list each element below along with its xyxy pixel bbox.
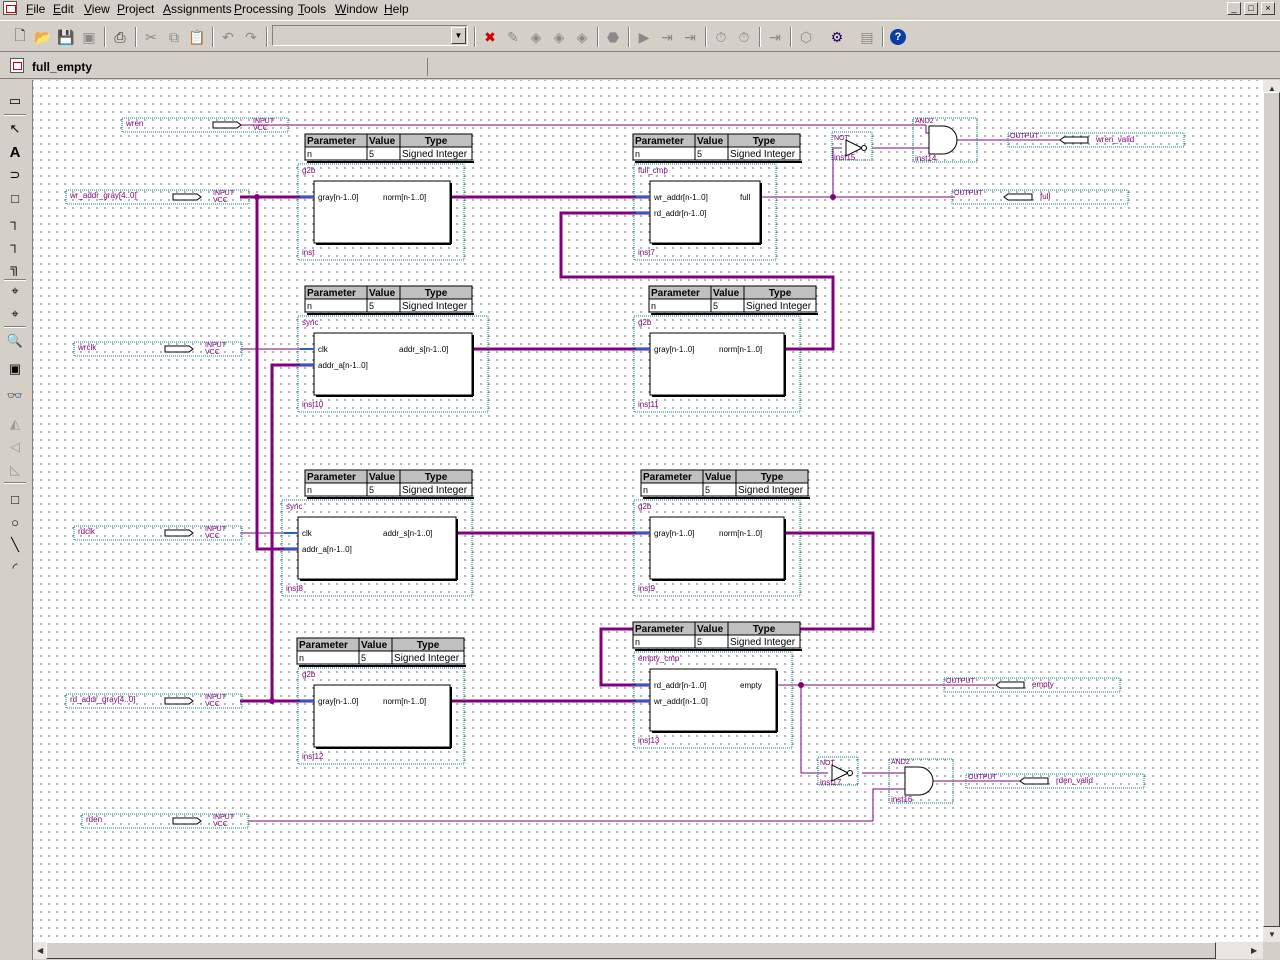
- menu-processing[interactable]: Processing: [234, 2, 294, 16]
- timing-icon[interactable]: ⏱: [738, 28, 750, 45]
- tool-separator: [4, 279, 26, 281]
- window-icon[interactable]: ▭: [8, 93, 22, 108]
- block-editor-toolbar: ▭ ↖ A ⊃ □ ┐ ┐ ╗ ⌖ ⌖ 🔍 ▣ 👓 ◭ ◁ ◺ □ ○ ╲ ◜: [0, 80, 33, 960]
- save-icon[interactable]: 💾: [57, 28, 75, 45]
- flip-horizontal-icon[interactable]: ◭: [10, 416, 20, 431]
- document-tab[interactable]: full_empty: [0, 54, 1280, 79]
- tool-separator: [4, 482, 26, 484]
- chip-planner-icon[interactable]: ▤: [860, 28, 874, 45]
- timing-analyzer-icon[interactable]: ⏱: [715, 28, 727, 45]
- horizontal-scroll-thumb[interactable]: [46, 942, 1216, 959]
- compile-icon[interactable]: ◈: [530, 28, 542, 45]
- full-screen-icon[interactable]: ▣: [8, 361, 22, 376]
- close-button[interactable]: ×: [1261, 2, 1275, 15]
- use-rubberbanding-icon[interactable]: ⌖: [11, 306, 19, 321]
- redo-icon[interactable]: ↷: [245, 28, 257, 45]
- orthogonal-bus-icon[interactable]: ┐: [10, 236, 20, 252]
- project-combo[interactable]: ▼: [272, 25, 468, 46]
- stop-icon[interactable]: ⬣: [606, 28, 620, 45]
- rotate-icon[interactable]: ◺: [10, 462, 20, 477]
- toolbar-separator: [104, 27, 106, 47]
- tool-separator: [4, 114, 26, 116]
- app-icon[interactable]: [3, 1, 17, 15]
- analysis-icon[interactable]: ◈: [553, 28, 565, 45]
- vertical-scrollbar[interactable]: ▲ ▼: [1263, 80, 1280, 942]
- help-icon[interactable]: ?: [888, 27, 908, 47]
- toolbar-separator: [474, 27, 476, 47]
- toolbar-separator: [212, 27, 214, 47]
- toolbar-separator: [135, 27, 137, 47]
- line-icon[interactable]: ╲: [11, 537, 19, 552]
- scroll-up-icon[interactable]: ▲: [1268, 84, 1276, 93]
- programmer-icon[interactable]: ⚙: [830, 28, 844, 45]
- open-icon[interactable]: 📂: [34, 28, 52, 45]
- orthogonal-node-icon[interactable]: ┐: [10, 213, 20, 229]
- block-icon[interactable]: □: [11, 190, 19, 206]
- copy-icon[interactable]: ⧉: [169, 28, 179, 45]
- zoom-icon[interactable]: 🔍: [6, 333, 24, 348]
- menu-bar: File Edit View Project Assignments Proce…: [0, 0, 1280, 18]
- symbol-icon[interactable]: ⊃: [9, 167, 21, 182]
- toolbar-separator: [790, 27, 792, 47]
- menu-file[interactable]: File: [26, 2, 46, 16]
- horizontal-scrollbar[interactable]: ◀ ▶: [33, 942, 1263, 959]
- toolbar-separator: [705, 27, 707, 47]
- find-icon[interactable]: 👓: [6, 388, 24, 403]
- edit-icon[interactable]: ✎: [507, 28, 519, 45]
- menu-window[interactable]: Window: [335, 2, 378, 16]
- toolbar-separator: [266, 27, 268, 47]
- scroll-down-icon[interactable]: ▼: [1268, 930, 1276, 939]
- analysis-synthesis-icon[interactable]: ⇥: [661, 28, 673, 45]
- toolbar-separator: [597, 27, 599, 47]
- scroll-corner: [1263, 942, 1280, 960]
- new-icon[interactable]: 🗋: [14, 27, 26, 43]
- rectangle-icon[interactable]: □: [11, 491, 19, 507]
- toolbar-separator: [628, 27, 630, 47]
- arc-icon[interactable]: ◜: [12, 560, 18, 575]
- document-title: full_empty: [32, 60, 93, 74]
- toolbar-separator: [882, 27, 884, 47]
- scroll-right-icon[interactable]: ▶: [1251, 946, 1258, 955]
- partial-line-icon[interactable]: ⌖: [11, 283, 19, 298]
- toolbar: 🗋 📂 💾 ▣ ⎙ ✂ ⧉ 📋 ↶ ↷ ✖ ✎ ◈ ◈ ◈ ⬣ ▶ ⇥ ⇥ ⏱ …: [0, 20, 1280, 52]
- start-compilation-icon[interactable]: ▶: [638, 28, 650, 45]
- tab-divider: [427, 58, 428, 76]
- simulation-icon[interactable]: ⇥: [769, 28, 781, 45]
- scroll-left-icon[interactable]: ◀: [37, 946, 44, 955]
- menu-edit[interactable]: Edit: [53, 2, 74, 16]
- schematic-canvas[interactable]: [33, 80, 1263, 942]
- menu-tools[interactable]: Tools: [298, 2, 327, 16]
- project-navigator-icon[interactable]: ✖: [484, 28, 496, 45]
- menu-project[interactable]: Project: [117, 2, 155, 16]
- toolbar-separator: [759, 27, 761, 47]
- text-icon[interactable]: A: [9, 143, 21, 161]
- print-icon[interactable]: ⎙: [114, 28, 126, 45]
- undo-icon[interactable]: ↶: [222, 28, 234, 45]
- fitter-icon[interactable]: ⇥: [684, 28, 696, 45]
- cut-icon[interactable]: ✂: [145, 28, 157, 45]
- paste-icon[interactable]: 📋: [188, 28, 206, 45]
- vertical-scroll-thumb[interactable]: [1263, 92, 1280, 927]
- schematic-file-icon: [10, 58, 24, 73]
- menu-help[interactable]: Help: [384, 2, 409, 16]
- chevron-down-icon[interactable]: ▼: [451, 27, 466, 44]
- conduit-icon[interactable]: ╗: [10, 259, 20, 275]
- save-all-icon[interactable]: ▣: [82, 28, 96, 45]
- restore-button[interactable]: □: [1244, 2, 1258, 15]
- flip-vertical-icon[interactable]: ◁: [10, 439, 20, 454]
- menu-assignments[interactable]: Assignments: [163, 2, 232, 16]
- menu-view[interactable]: View: [84, 2, 110, 16]
- selection-icon[interactable]: ↖: [9, 121, 21, 136]
- rtl-viewer-icon[interactable]: ⬡: [799, 28, 813, 45]
- ellipse-icon[interactable]: ○: [11, 514, 19, 530]
- tool-separator: [4, 326, 26, 328]
- minimize-button[interactable]: _: [1227, 2, 1241, 15]
- analysis-icon[interactable]: ◈: [576, 28, 588, 45]
